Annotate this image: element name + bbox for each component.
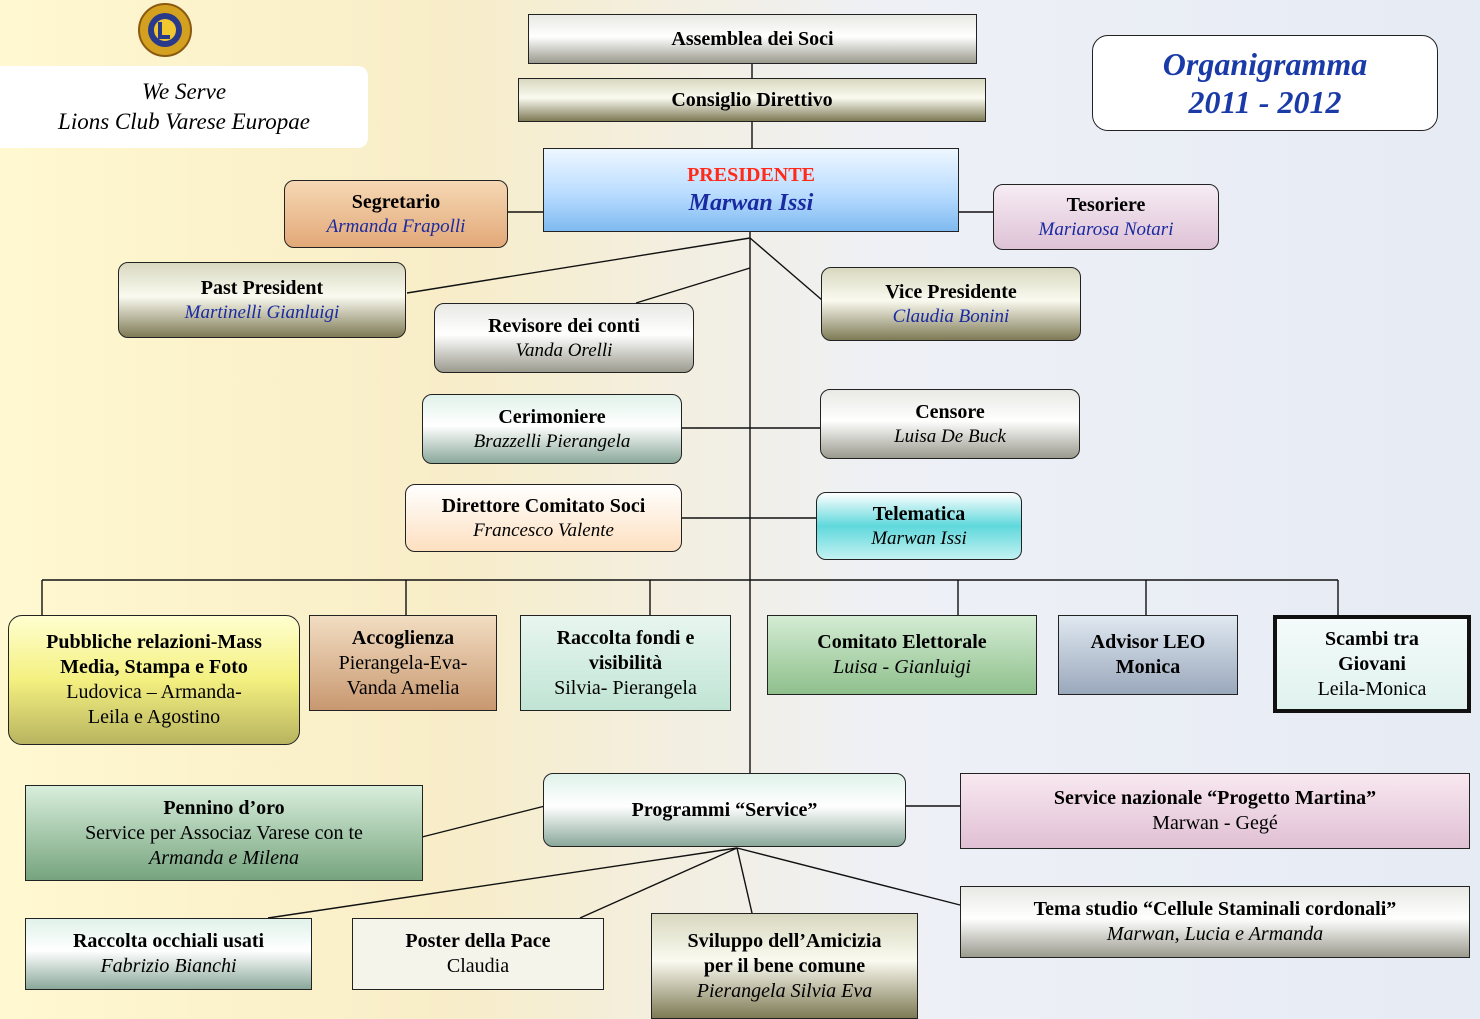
raccolta-fondi-role-2: visibilità bbox=[588, 651, 663, 674]
censore-box: Censore Luisa De Buck bbox=[820, 389, 1080, 459]
past-president-box: Past President Martinelli Gianluigi bbox=[118, 262, 406, 338]
amicizia-title-1: Sviluppo dell’Amicizia bbox=[687, 929, 882, 952]
advisor-leo-box: Advisor LEO Monica bbox=[1058, 615, 1238, 695]
programmi-label: Programmi “Service” bbox=[631, 798, 818, 821]
nazionale-title: Service nazionale “Progetto Martina” bbox=[1053, 787, 1377, 809]
accoglienza-box: Accoglienza Pierangela-Eva- Vanda Amelia bbox=[309, 615, 497, 711]
cerimoniere-box: Cerimoniere Brazzelli Pierangela bbox=[422, 394, 682, 464]
scambi-role-2: Giovani bbox=[1338, 652, 1406, 675]
nazionale-names: Marwan - Gegé bbox=[1152, 812, 1278, 834]
accoglienza-role: Accoglienza bbox=[351, 626, 455, 649]
vice-presidente-role: Vice Presidente bbox=[885, 280, 1017, 303]
advisor-role-2: Monica bbox=[1115, 656, 1181, 678]
comitato-elettorale-box: Comitato Elettorale Luisa - Gianluigi bbox=[767, 615, 1037, 695]
title-line-1: Organigramma bbox=[1162, 45, 1368, 82]
raccolta-fondi-names: Silvia- Pierangela bbox=[554, 676, 697, 699]
service-nazionale-box: Service nazionale “Progetto Martina” Mar… bbox=[960, 773, 1470, 849]
segretario-role: Segretario bbox=[351, 190, 441, 213]
segretario-name: Armanda Frapolli bbox=[326, 215, 466, 237]
revisore-role: Revisore dei conti bbox=[488, 314, 640, 337]
direttore-box: Direttore Comitato Soci Francesco Valent… bbox=[405, 484, 682, 552]
cerimoniere-name: Brazzelli Pierangela bbox=[473, 430, 631, 452]
segretario-box: Segretario Armanda Frapolli bbox=[284, 180, 508, 248]
assemblea-box: Assemblea dei Soci bbox=[528, 14, 977, 64]
presidente-box: PRESIDENTE Marwan Issi bbox=[543, 148, 959, 232]
pubbliche-role-1: Pubbliche relazioni-Mass bbox=[46, 631, 262, 653]
elettorale-role: Comitato Elettorale bbox=[817, 631, 987, 653]
telematica-box: Telematica Marwan Issi bbox=[816, 492, 1022, 560]
occhiali-names: Fabrizio Bianchi bbox=[100, 955, 237, 977]
raccolta-fondi-role-1: Raccolta fondi e bbox=[556, 626, 695, 649]
tema-title: Tema studio “Cellule Staminali cordonali… bbox=[1033, 898, 1397, 920]
org-chart-title: Organigramma 2011 - 2012 bbox=[1092, 35, 1438, 131]
vice-presidente-name: Claudia Bonini bbox=[892, 305, 1010, 327]
tema-names: Marwan, Lucia e Armanda bbox=[1106, 923, 1324, 945]
scambi-names: Leila-Monica bbox=[1317, 677, 1427, 700]
censore-name: Luisa De Buck bbox=[894, 425, 1006, 447]
telematica-role: Telematica bbox=[872, 502, 966, 525]
elettorale-names: Luisa - Gianluigi bbox=[833, 656, 971, 678]
past-president-name: Martinelli Gianluigi bbox=[184, 301, 340, 323]
motto-text: We Serve bbox=[141, 79, 227, 105]
consiglio-label: Consiglio Direttivo bbox=[671, 88, 833, 111]
past-president-role: Past President bbox=[200, 276, 324, 299]
censore-role: Censore bbox=[915, 400, 985, 423]
revisore-box: Revisore dei conti Vanda Orelli bbox=[434, 303, 694, 373]
poster-title: Poster della Pace bbox=[405, 930, 551, 952]
amicizia-names: Pierangela Silvia Eva bbox=[696, 979, 873, 1002]
cerimoniere-role: Cerimoniere bbox=[498, 405, 606, 428]
poster-names: Claudia bbox=[446, 955, 510, 977]
lions-logo-icon bbox=[138, 3, 192, 57]
pubbliche-relazioni-box: Pubbliche relazioni-Mass Media, Stampa e… bbox=[8, 615, 300, 745]
advisor-role-1: Advisor LEO bbox=[1090, 631, 1206, 653]
poster-box: Poster della Pace Claudia bbox=[352, 918, 604, 990]
pubbliche-role-2: Media, Stampa e Foto bbox=[60, 656, 248, 678]
occhiali-box: Raccolta occhiali usati Fabrizio Bianchi bbox=[25, 918, 312, 990]
vice-presidente-box: Vice Presidente Claudia Bonini bbox=[821, 267, 1081, 341]
presidente-name: Marwan Issi bbox=[688, 189, 814, 216]
consiglio-box: Consiglio Direttivo bbox=[518, 78, 986, 122]
club-name: Lions Club Varese Europae bbox=[58, 109, 310, 134]
tesoriere-name: Mariarosa Notari bbox=[1038, 218, 1174, 240]
amicizia-box: Sviluppo dell’Amicizia per il bene comun… bbox=[651, 913, 918, 1019]
pennino-title: Pennino d’oro bbox=[163, 796, 285, 819]
accoglienza-names-2: Vanda Amelia bbox=[346, 676, 460, 699]
pennino-names: Armanda e Milena bbox=[149, 846, 299, 869]
pennino-box: Pennino d’oro Service per Associaz Vares… bbox=[25, 785, 423, 881]
pennino-desc: Service per Associaz Varese con te bbox=[85, 821, 363, 844]
scambi-role-1: Scambi tra bbox=[1325, 627, 1419, 650]
revisore-name: Vanda Orelli bbox=[515, 339, 613, 361]
direttore-name: Francesco Valente bbox=[473, 519, 614, 541]
pubbliche-names-2: Leila e Agostino bbox=[87, 706, 221, 728]
accoglienza-names-1: Pierangela-Eva- bbox=[338, 651, 468, 674]
tema-studio-box: Tema studio “Cellule Staminali cordonali… bbox=[960, 886, 1470, 958]
assemblea-label: Assemblea dei Soci bbox=[671, 27, 834, 50]
occhiali-title: Raccolta occhiali usati bbox=[72, 930, 265, 952]
amicizia-title-2: per il bene comune bbox=[703, 954, 866, 977]
club-label: We Serve Lions Club Varese Europae bbox=[0, 66, 368, 148]
direttore-role: Direttore Comitato Soci bbox=[441, 494, 646, 517]
title-line-2: 2011 - 2012 bbox=[1188, 84, 1342, 120]
tesoriere-box: Tesoriere Mariarosa Notari bbox=[993, 184, 1219, 250]
pubbliche-names-1: Ludovica – Armanda- bbox=[66, 681, 242, 703]
presidente-role: PRESIDENTE bbox=[687, 163, 815, 186]
raccolta-fondi-box: Raccolta fondi e visibilità Silvia- Pier… bbox=[520, 615, 731, 711]
programmi-service-box: Programmi “Service” bbox=[543, 773, 906, 847]
tesoriere-role: Tesoriere bbox=[1066, 193, 1146, 216]
scambi-giovani-box: Scambi tra Giovani Leila-Monica bbox=[1273, 615, 1471, 713]
telematica-name: Marwan Issi bbox=[871, 527, 967, 549]
